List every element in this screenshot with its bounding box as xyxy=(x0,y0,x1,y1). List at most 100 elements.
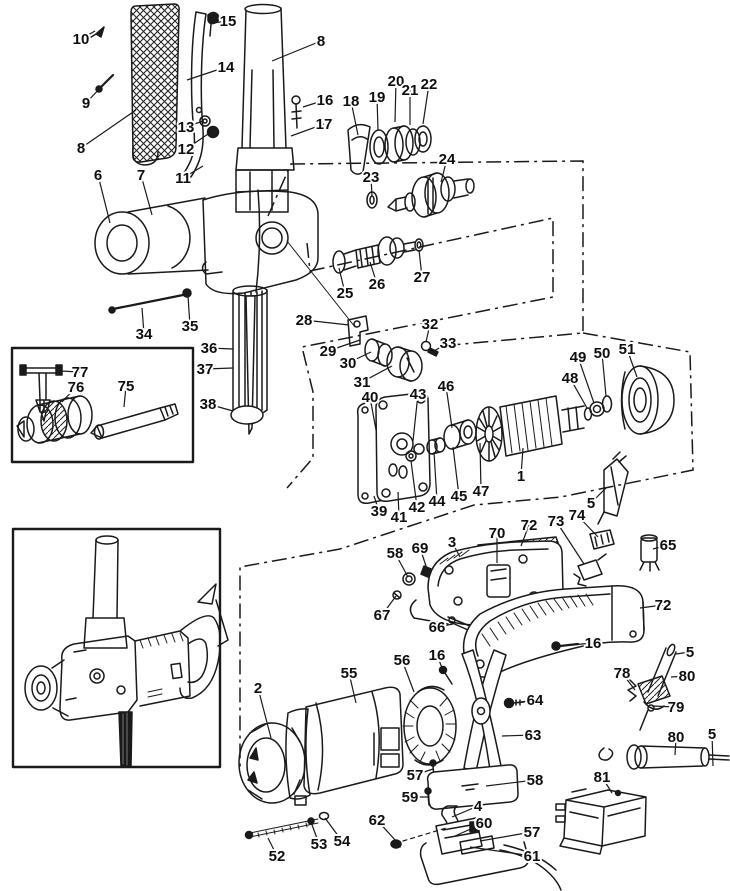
part-label-20-13: 20 xyxy=(388,73,405,90)
leader-line-55-65 xyxy=(348,672,357,704)
part-label-15-3: 15 xyxy=(220,13,237,30)
leader-line-20-13 xyxy=(394,80,397,123)
strap-and-side-handle-drawing xyxy=(87,3,302,213)
leader-line-62-81 xyxy=(376,819,397,842)
chuck-accessories-inset xyxy=(10,346,195,464)
part-label-49-43: 49 xyxy=(570,349,587,366)
part-label-10-0: 10 xyxy=(73,31,90,48)
part-label-81-76: 81 xyxy=(594,769,611,786)
part-label-57-83: 57 xyxy=(524,824,541,841)
leader-line-67-57 xyxy=(381,595,397,616)
leader-line-13-5 xyxy=(185,120,204,128)
leader-line-46-36 xyxy=(445,385,453,429)
leader-line-41-38 xyxy=(397,491,400,518)
part-label-55-65: 55 xyxy=(341,665,358,682)
leader-line-26-21 xyxy=(369,261,378,285)
brush-assembly-drawing xyxy=(555,643,730,855)
part-label-42-39: 42 xyxy=(409,499,426,516)
leader-line-49-43 xyxy=(577,356,595,404)
leader-line-63-69 xyxy=(501,734,534,737)
leader-line-32-32 xyxy=(425,323,431,343)
part-label-72-52: 72 xyxy=(521,517,538,534)
part-label-8-2: 8 xyxy=(77,140,85,157)
leader-line-73-49 xyxy=(555,520,585,565)
part-label-67-57: 67 xyxy=(374,607,391,624)
leader-line-9-1 xyxy=(85,84,104,104)
part-label-18-11: 18 xyxy=(343,93,360,110)
leader-line-6-18 xyxy=(97,174,111,224)
part-label-22-15: 22 xyxy=(421,76,438,93)
part-label-41-38: 41 xyxy=(391,509,408,526)
part-label-36-25: 36 xyxy=(201,340,218,357)
leader-line-16-9 xyxy=(302,99,326,108)
handle-drawing xyxy=(462,585,645,678)
clutch-detent-drawing xyxy=(286,240,439,382)
part-label-79-73: 79 xyxy=(668,699,685,716)
part-label-65-51: 65 xyxy=(660,537,677,554)
leader-line-75-63 xyxy=(123,385,127,408)
leader-line-58-56 xyxy=(394,552,409,578)
bearing-plate-drawing xyxy=(356,392,477,505)
switch-parts-drawing xyxy=(244,759,562,891)
leader-line-54-87 xyxy=(324,817,343,842)
part-label-58-78: 58 xyxy=(527,772,544,789)
part-label-75-63: 75 xyxy=(118,378,135,395)
leader-line-44-40 xyxy=(433,451,438,502)
leader-line-81-76 xyxy=(601,776,613,794)
part-label-16-67: 16 xyxy=(429,647,446,664)
leader-line-80-74 xyxy=(674,736,677,756)
leader-line-18-11 xyxy=(350,100,359,136)
leader-line-5-75 xyxy=(711,733,714,767)
part-label-21-14: 21 xyxy=(402,82,419,99)
part-label-35-24: 35 xyxy=(182,318,199,335)
leader-line-56-66 xyxy=(401,659,415,693)
part-label-46-36: 46 xyxy=(438,378,455,395)
leader-line-30-30 xyxy=(347,351,372,364)
part-label-66-58: 66 xyxy=(429,619,446,636)
part-label-73-49: 73 xyxy=(548,513,565,530)
part-label-76-62: 76 xyxy=(68,379,85,396)
leader-line-16-60 xyxy=(570,642,594,646)
part-label-58-56: 58 xyxy=(387,545,404,562)
leader-line-1-47 xyxy=(520,447,524,477)
part-label-64-68: 64 xyxy=(527,692,544,709)
leader-line-2-64 xyxy=(257,687,272,739)
assembled-drill-inset xyxy=(11,527,229,769)
leader-line-23-16 xyxy=(370,176,373,197)
part-label-23-16: 23 xyxy=(363,169,380,186)
part-label-61-84: 61 xyxy=(524,848,541,865)
leader-line-15-3 xyxy=(212,20,229,24)
leader-line-27-22 xyxy=(418,249,423,278)
leader-line-52-85 xyxy=(267,837,278,857)
leader-line-24-17 xyxy=(440,158,448,183)
armature-drawing xyxy=(475,365,675,462)
part-label-26-21: 26 xyxy=(369,276,386,293)
leader-line-4-80 xyxy=(451,805,479,818)
part-label-51-45: 51 xyxy=(619,341,636,358)
leader-line-7-19 xyxy=(140,174,153,216)
part-label-45-41: 45 xyxy=(451,488,468,505)
part-label-77-61: 77 xyxy=(72,364,89,381)
section-boundary-lines xyxy=(239,160,694,768)
leader-line-42-39 xyxy=(410,460,418,508)
gear-housing-drawing xyxy=(94,189,319,435)
part-label-5-48: 5 xyxy=(587,495,595,512)
leader-line-66-58 xyxy=(436,623,454,628)
part-label-1-47: 1 xyxy=(517,468,525,485)
leader-line-78-72 xyxy=(621,672,636,691)
part-label-12-6: 12 xyxy=(178,141,195,158)
leader-line-48-46 xyxy=(569,377,588,409)
part-label-59-79: 59 xyxy=(402,789,419,806)
leader-line-51-45 xyxy=(626,348,638,378)
part-label-33-33: 33 xyxy=(440,335,457,352)
part-label-28-28: 28 xyxy=(296,312,313,329)
leader-line-53-86 xyxy=(310,821,320,845)
leader-line-37-26 xyxy=(204,367,234,370)
part-label-60-82: 60 xyxy=(476,815,493,832)
intermediate-shaft-drawing xyxy=(332,236,424,274)
part-label-34-23: 34 xyxy=(136,326,153,343)
leader-line-38-27 xyxy=(207,403,234,412)
leader-line-43-35 xyxy=(412,393,419,442)
